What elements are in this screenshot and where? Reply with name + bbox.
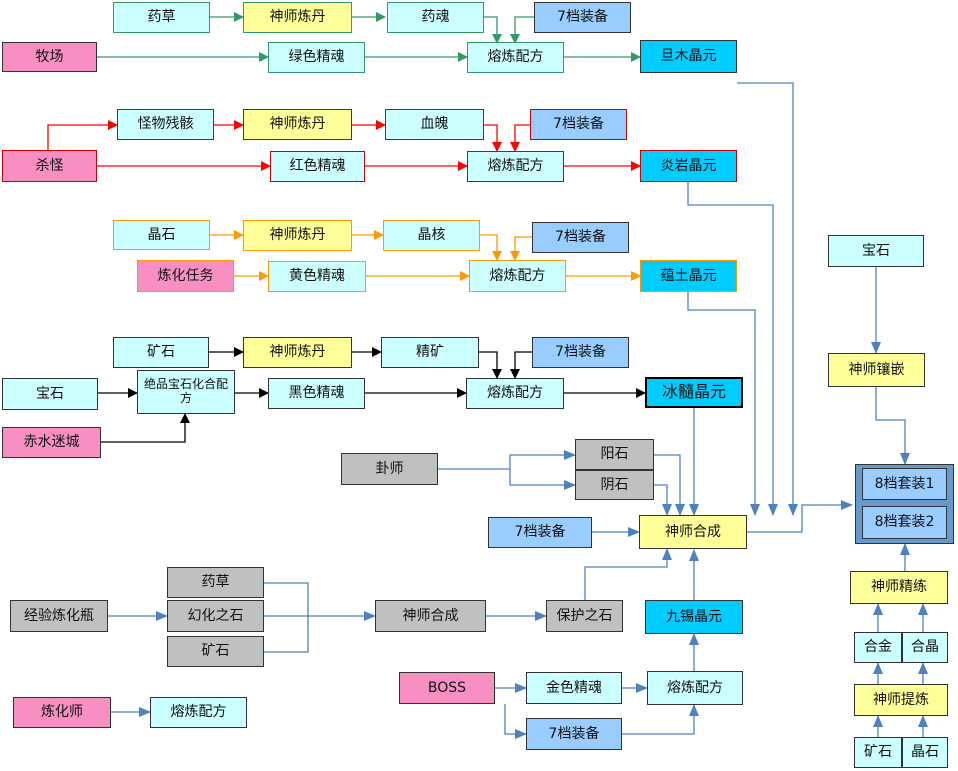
node-herb: 药草 (113, 2, 210, 33)
node-formula-refiner: 熔炼配方 (150, 697, 247, 728)
arrow-inlay-to-sets (875, 387, 910, 465)
node-formula-black: 熔炼配方 (466, 378, 564, 409)
node-refine-task: 炼化任务 (137, 260, 234, 292)
node-ore-gray: 矿石 (167, 636, 264, 667)
node-god-extract: 神师提炼 (854, 684, 948, 716)
arrow-fire-crystal-to-synth (687, 182, 778, 516)
node-fire-crystal: 炎岩晶元 (640, 150, 737, 182)
arrow-equip-to-formula-boss (622, 704, 699, 735)
node-equip-7-black: 7档装备 (532, 337, 629, 368)
arrow-diviner-to-yang (438, 450, 576, 470)
node-equip-7-boss: 7档装备 (526, 718, 622, 750)
node-red-water-city: 赤水迷城 (2, 427, 101, 458)
node-gem-right: 宝石 (828, 235, 924, 267)
node-illusion-stone: 幻化之石 (167, 600, 264, 632)
node-god-synth: 神师合成 (639, 515, 747, 549)
node-god-synth-gray: 神师合成 (375, 600, 486, 632)
node-boss: BOSS (399, 672, 495, 704)
node-equip-7-orange: 7档装备 (532, 222, 629, 253)
node-set-8-1: 8档套装1 (862, 468, 947, 500)
node-formula-red: 熔炼配方 (467, 151, 564, 182)
node-alchemy-red: 神师炼丹 (243, 109, 352, 140)
node-medicine-soul: 药魂 (387, 2, 484, 33)
arrow-equip-to-formula-orange (510, 236, 532, 261)
node-formula-green: 熔炼配方 (467, 42, 564, 73)
node-protect-stone: 保护之石 (546, 600, 623, 632)
node-green-soul: 绿色精魂 (268, 42, 365, 73)
arrow-earth-crystal-to-synth (687, 292, 760, 516)
arrow-equip-to-formula-red (510, 124, 530, 152)
node-nine-tin-crystal: 九锡晶元 (645, 600, 743, 634)
node-monster-remains: 怪物残骸 (117, 109, 214, 140)
arrow-fine-ore-to-formula (479, 351, 502, 379)
node-wood-crystal: 旦木晶元 (640, 40, 737, 73)
node-equip-7-center: 7档装备 (488, 517, 592, 548)
node-kill-monster: 杀怪 (2, 150, 97, 182)
arrow-ore-link (264, 616, 309, 653)
node-exp-bottle: 经验炼化瓶 (10, 600, 108, 632)
node-ore-black: 矿石 (113, 337, 209, 368)
node-red-soul: 红色精魂 (270, 151, 365, 182)
arrow-city-to-combine (101, 413, 190, 443)
node-crystal-stone: 晶石 (113, 220, 210, 250)
arrow-soul-to-formula (484, 16, 502, 44)
arrow-blood-to-formula (484, 124, 502, 152)
node-alloy: 合金 (854, 632, 902, 663)
node-gem-combine-formula: 绝品宝石化合配方 (137, 370, 235, 414)
node-fine-ore: 精矿 (381, 337, 479, 368)
node-yin-stone: 阴石 (575, 470, 654, 500)
node-god-inlay: 神师镶嵌 (828, 353, 925, 387)
arrow-equip-to-formula (510, 16, 534, 44)
node-blood-soul: 血魄 (385, 109, 484, 140)
arrow-yang-to-synth (654, 454, 685, 516)
arrow-core-to-formula (480, 234, 502, 261)
node-refiner: 炼化师 (13, 697, 111, 728)
node-crystal-stone-right: 晶石 (902, 737, 948, 768)
arrow-protect-to-synth (584, 548, 672, 600)
node-ranch: 牧场 (2, 42, 97, 72)
arrow-yin-to-synth (654, 484, 672, 516)
node-equip-7-red: 7档装备 (530, 109, 627, 140)
arrow-synth-to-sets (747, 500, 853, 533)
arrow-diviner-to-yin (509, 469, 576, 490)
node-crystal-core: 晶核 (383, 220, 480, 251)
node-alchemy-green: 神师炼丹 (243, 2, 352, 33)
node-gold-soul: 金色精魂 (526, 672, 622, 704)
node-black-soul: 黑色精魂 (268, 378, 365, 409)
node-formula-orange: 熔炼配方 (469, 260, 566, 292)
node-ice-crystal: 冰髓晶元 (645, 377, 743, 408)
node-equip-7-green: 7档装备 (534, 2, 631, 33)
node-alchemy-orange: 神师炼丹 (243, 220, 352, 251)
node-alchemy-black: 神师炼丹 (243, 337, 352, 368)
node-compound-crystal: 合晶 (902, 632, 948, 663)
node-diviner: 卦师 (341, 453, 438, 485)
arrow-boss-to-equip (504, 704, 527, 739)
node-formula-boss: 熔炼配方 (647, 671, 743, 705)
arrow-kill-to-remains (47, 120, 118, 150)
arrow-equip-to-formula-black (510, 351, 532, 379)
node-yellow-soul: 黄色精魂 (268, 261, 366, 292)
node-gem-black: 宝石 (2, 378, 98, 410)
arrow-wood-crystal-to-synth (737, 82, 798, 516)
node-earth-crystal: 蕴土晶元 (640, 260, 737, 292)
node-god-refine: 神师精练 (850, 571, 948, 604)
node-set-8-2: 8档套装2 (862, 506, 947, 539)
node-herb-gray: 药草 (167, 567, 264, 598)
arrow-herb-link (264, 582, 309, 616)
node-yang-stone: 阳石 (575, 439, 654, 470)
node-ore-right: 矿石 (854, 737, 902, 768)
